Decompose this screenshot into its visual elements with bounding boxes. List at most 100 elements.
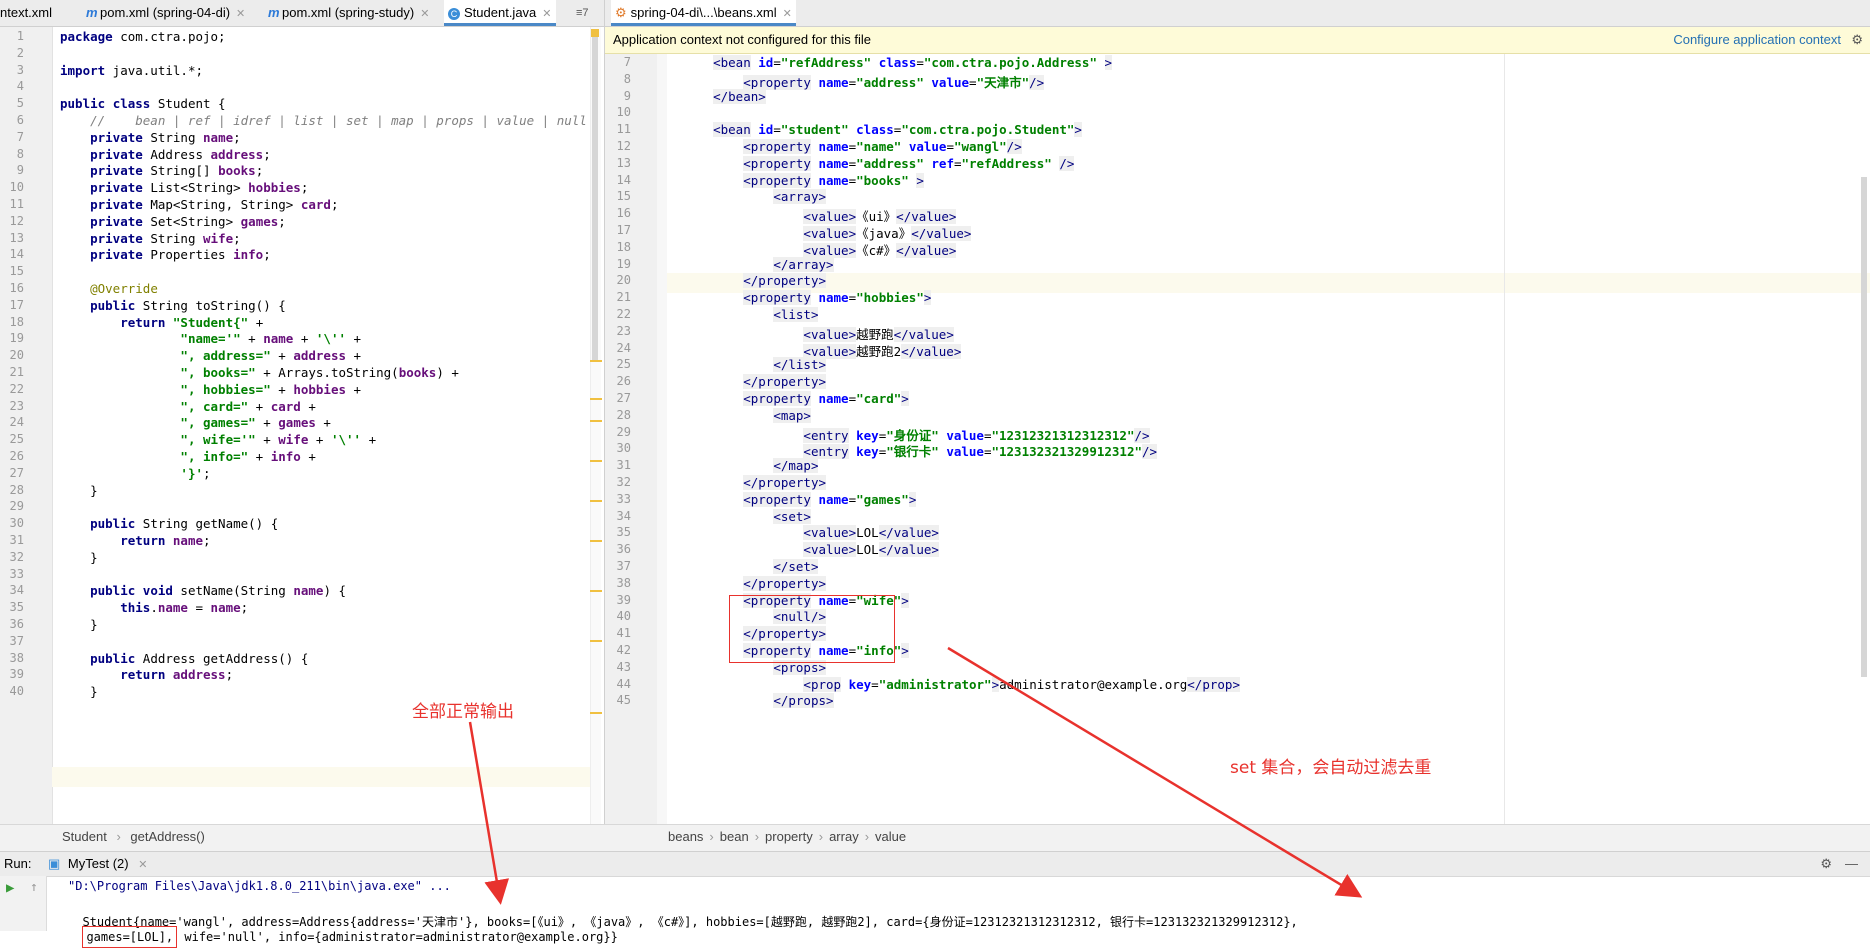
breadcrumb-item[interactable]: property: [765, 829, 813, 844]
line-number: 1: [16, 29, 24, 43]
line-number: 36: [9, 617, 24, 631]
arrow-up-icon[interactable]: ↑: [30, 880, 38, 895]
breadcrumb-item[interactable]: value: [875, 829, 907, 844]
code-line: private Map<String, String> card;: [90, 197, 339, 212]
code-line: public void setName(String name) {: [90, 583, 347, 599]
code-line: @Override: [90, 281, 158, 296]
close-icon[interactable]: ✕: [542, 8, 552, 20]
breadcrumb-item[interactable]: beans: [668, 829, 704, 844]
code-line: <null/>: [773, 609, 827, 625]
code-line: <entry key="身份证" value="1231232131231231…: [803, 427, 1150, 443]
line-number: 28: [9, 482, 24, 497]
line-number: 22: [9, 381, 24, 396]
configure-context-link[interactable]: Configure application context: [1673, 32, 1841, 47]
application-context-banner: Application context not configured for t…: [605, 27, 1870, 54]
code-line: </props>: [773, 693, 834, 709]
tab-beans-xml[interactable]: ⚙spring-04-di\...\beans.xml✕: [611, 0, 796, 26]
xml-editor[interactable]: Application context not configured for t…: [604, 27, 1870, 824]
change-marker[interactable]: [590, 540, 602, 542]
run-play-icon[interactable]: ▶: [6, 880, 15, 896]
minimize-icon[interactable]: —: [1845, 856, 1858, 871]
change-marker[interactable]: [590, 500, 602, 502]
breadcrumb-item[interactable]: getAddress(): [130, 829, 205, 844]
line-number: 17: [616, 223, 631, 237]
change-marker[interactable]: [590, 640, 602, 642]
line-number: 34: [616, 508, 631, 523]
tab-label: pom.xml (spring-04-di): [100, 5, 231, 20]
breadcrumb-item[interactable]: Student: [62, 829, 107, 844]
line-number: 11: [616, 122, 631, 137]
code-line: private String name;: [90, 129, 241, 145]
change-marker[interactable]: [590, 460, 602, 462]
line-number: 10: [9, 180, 24, 195]
line-number: 8: [16, 146, 24, 161]
code-line: package com.ctra.pojo;: [60, 29, 226, 44]
code-line: <property name="books" >: [743, 172, 924, 188]
breadcrumb-item[interactable]: bean: [719, 829, 749, 844]
maven-icon: m: [268, 5, 280, 20]
close-icon[interactable]: ✕: [782, 8, 792, 20]
code-line: <value>LOL</value>: [803, 525, 939, 541]
line-number: 9: [623, 88, 631, 103]
code-line: private Address address;: [90, 146, 271, 162]
tab-label: pom.xml (spring-study): [282, 5, 415, 20]
maven-icon: m: [86, 5, 98, 20]
code-line: ", games=" + games +: [180, 415, 331, 431]
line-number: 24: [616, 340, 631, 355]
line-number: 22: [616, 307, 631, 321]
run-panel-header: Run: ▣ MyTest (2) ✕ ⚙ —: [0, 851, 1870, 877]
tab-context-xml[interactable]: ntext.xml: [0, 0, 56, 26]
breadcrumb-separator: ›: [116, 829, 121, 844]
line-number: 33: [616, 491, 631, 506]
code-line: return "Student{" +: [120, 314, 264, 330]
code-line: ", hobbies=" + hobbies +: [180, 381, 362, 397]
code-line: ", books=" + Arrays.toString(books) +: [180, 365, 459, 380]
close-icon[interactable]: ✕: [138, 859, 148, 871]
close-icon[interactable]: ✕: [236, 8, 246, 20]
inspection-warning-icon[interactable]: [591, 29, 599, 37]
code-line: private Set<String> games;: [90, 213, 286, 229]
tab-overflow-button[interactable]: ≡7: [576, 7, 589, 19]
change-marker[interactable]: [590, 420, 602, 422]
caret-line-highlight: [667, 273, 1870, 293]
line-number: 32: [9, 549, 24, 564]
code-line: <set>: [773, 508, 811, 524]
line-number: 4: [16, 79, 24, 94]
change-marker[interactable]: [590, 398, 602, 400]
gear-icon[interactable]: ⚙: [1820, 856, 1832, 871]
line-number: 40: [616, 609, 631, 624]
arrow-to-games: [947, 646, 1363, 898]
code-line: <property name="address" ref="refAddress…: [743, 155, 1075, 171]
right-breadcrumb: beans›bean›property›array›value: [668, 829, 907, 844]
code-line: return name;: [120, 533, 211, 548]
xml-scrollbar-thumb[interactable]: [1861, 177, 1867, 677]
line-number: 3: [16, 62, 24, 77]
java-scrollbar-thumb[interactable]: [592, 32, 598, 362]
code-line: </property>: [743, 626, 827, 642]
change-marker[interactable]: [590, 360, 602, 362]
code-line: <value>越野跑2</value>: [803, 343, 962, 359]
change-marker[interactable]: [590, 712, 602, 714]
line-number: 13: [616, 155, 631, 170]
breadcrumb-item[interactable]: array: [829, 829, 859, 844]
line-number: 37: [616, 559, 631, 573]
code-line: public class Student {: [60, 96, 226, 112]
code-line: <value>越野跑</value>: [803, 326, 954, 342]
close-icon[interactable]: ✕: [420, 8, 430, 20]
arrow-to-output: [468, 721, 510, 905]
code-line: <property name="address" value="天津市"/>: [743, 74, 1045, 90]
gear-icon[interactable]: ⚙: [1851, 32, 1863, 47]
line-number: 25: [616, 357, 631, 372]
line-number: 42: [616, 643, 631, 657]
code-line: }: [60, 684, 98, 700]
line-number: 30: [616, 441, 631, 456]
line-number: 5: [16, 96, 24, 111]
run-tab[interactable]: ▣ MyTest (2) ✕: [44, 852, 151, 877]
change-marker[interactable]: [590, 590, 602, 592]
code-line: <bean id="student" class="com.ctra.pojo.…: [713, 122, 1082, 138]
